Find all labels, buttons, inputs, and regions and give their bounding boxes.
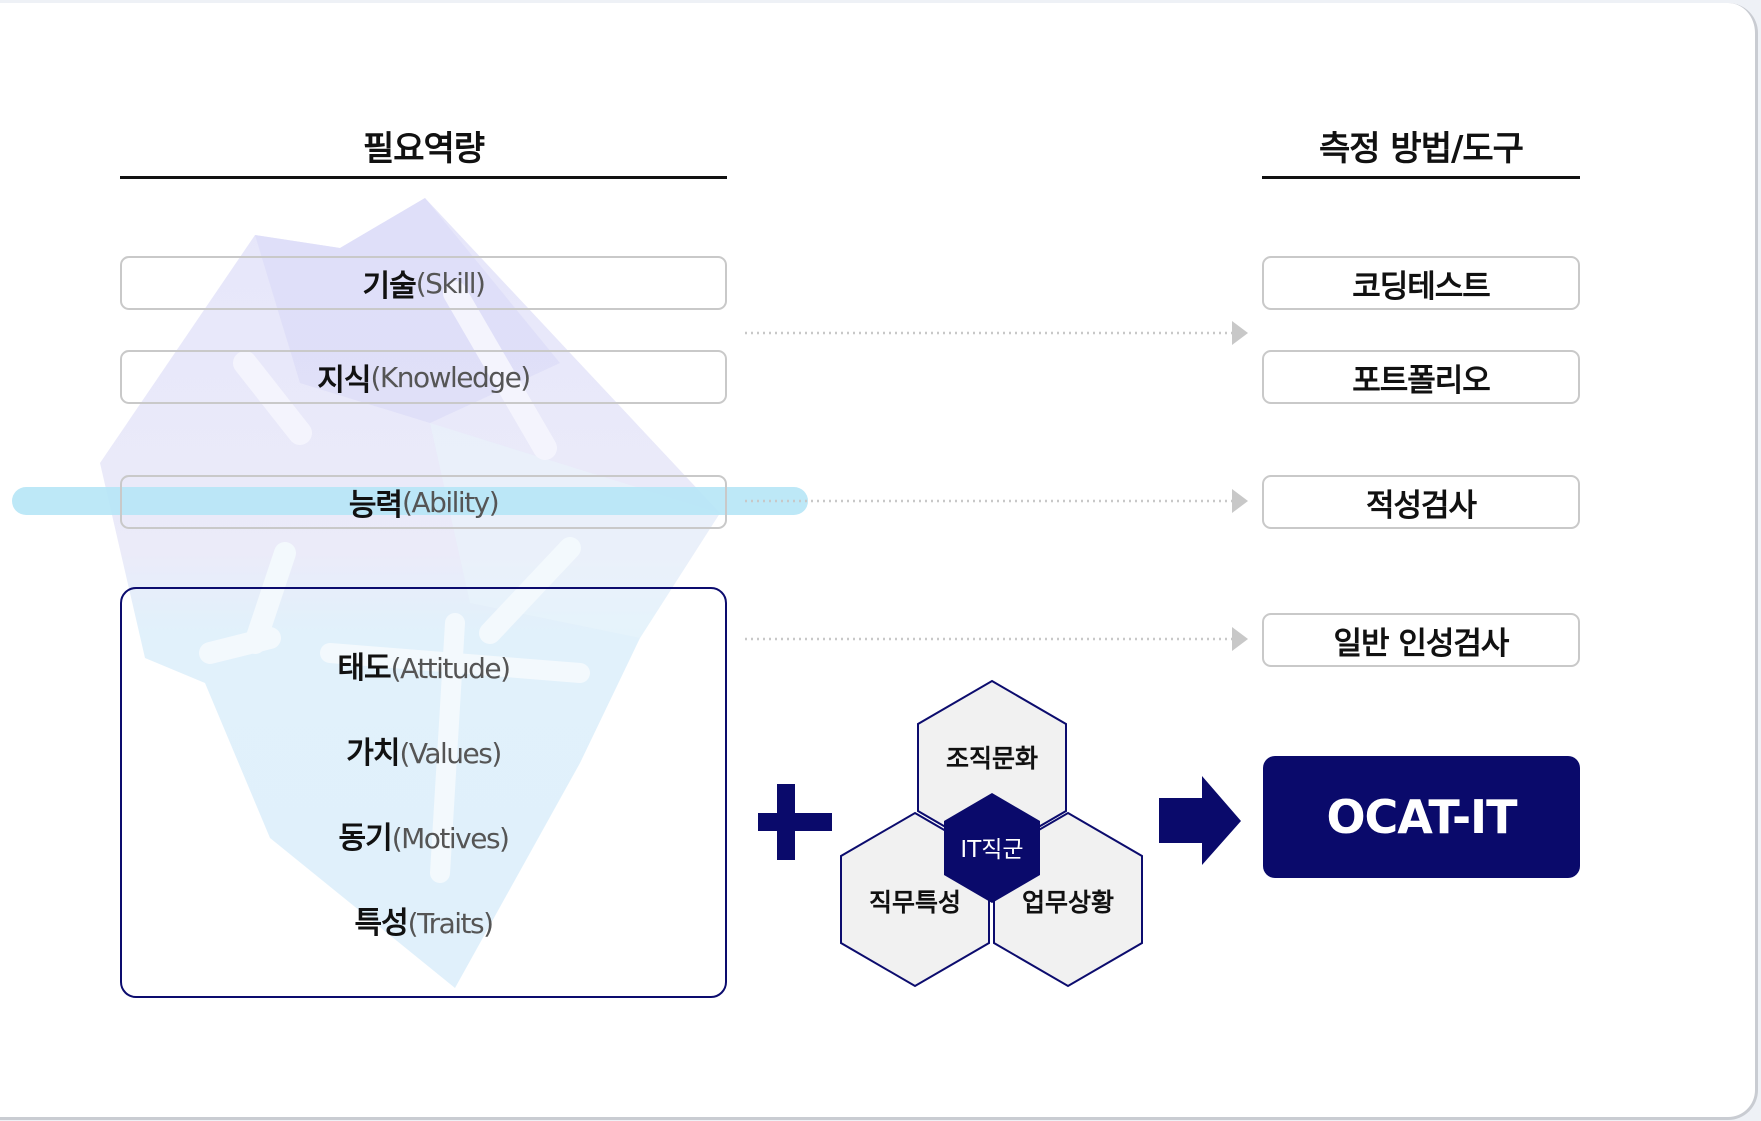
trait-attitude: 태도(Attitude) xyxy=(122,643,725,687)
trait-ko-label: 동기 xyxy=(338,821,393,856)
hexagon-top-label: 조직문화 xyxy=(946,744,1038,773)
trait-en-label: (Traits) xyxy=(407,907,494,940)
arrowhead-icon xyxy=(1232,489,1248,513)
waterline xyxy=(12,487,808,515)
trait-ko-label: 가치 xyxy=(346,736,400,771)
right-arrow-icon xyxy=(1159,776,1241,865)
hexagon-center xyxy=(944,793,1040,903)
diagram-card: 조직문화 직무특성 업무상황 IT직군 필요역량 측정 방법/도구 기술(Ski… xyxy=(0,3,1758,1120)
trait-en-label: (Motives) xyxy=(391,822,510,855)
trait-traits: 특성(Traits) xyxy=(122,898,725,942)
tool-box-coding-test: 코딩테스트 xyxy=(1262,256,1580,310)
hexagon-center-label: IT직군 xyxy=(960,837,1023,863)
plus-icon xyxy=(758,784,832,860)
competency-ko-label: 지식 xyxy=(317,363,371,398)
hexagon-cluster xyxy=(840,679,1143,988)
method-header: 측정 방법/도구 xyxy=(1319,129,1524,169)
iceberg-illustration: 조직문화 직무특성 업무상황 IT직군 xyxy=(12,198,1248,988)
tool-box-personality-test: 일반 인성검사 xyxy=(1262,613,1580,667)
method-header-rule xyxy=(1262,176,1580,179)
competency-box-skill: 기술(Skill) xyxy=(120,256,727,310)
competency-en-label: (Skill) xyxy=(415,266,486,300)
traits-box: 태도(Attitude) 가치(Values) 동기(Motives) 특성(T… xyxy=(120,587,727,998)
trait-ko-label: 특성 xyxy=(354,906,408,941)
tool-box-aptitude-test: 적성검사 xyxy=(1262,475,1580,529)
competency-box-knowledge: 지식(Knowledge) xyxy=(120,350,727,404)
trait-values: 가치(Values) xyxy=(122,728,725,772)
competency-header-rule xyxy=(120,176,727,179)
tool-box-portfolio: 포트폴리오 xyxy=(1262,350,1580,404)
trait-motives: 동기(Motives) xyxy=(122,813,725,857)
trait-en-label: (Values) xyxy=(399,737,502,770)
competency-box-ability: 능력(Ability) xyxy=(120,475,727,529)
hexagon-left-label: 직무특성 xyxy=(869,888,961,917)
hexagon-right-label: 업무상황 xyxy=(1022,888,1114,917)
dotted-arrows xyxy=(745,331,1232,641)
competency-en-label: (Knowledge) xyxy=(370,360,531,394)
competency-ko-label: 능력 xyxy=(348,488,403,523)
ocat-it-box: OCAT-IT xyxy=(1263,756,1580,878)
competency-en-label: (Ability) xyxy=(402,485,500,519)
competency-header: 필요역량 xyxy=(362,129,485,169)
arrowhead-icon xyxy=(1232,627,1248,651)
trait-ko-label: 태도 xyxy=(337,651,391,686)
trait-en-label: (Attitude) xyxy=(390,652,511,685)
arrowhead-icon xyxy=(1232,321,1248,345)
competency-ko-label: 기술 xyxy=(362,269,417,304)
